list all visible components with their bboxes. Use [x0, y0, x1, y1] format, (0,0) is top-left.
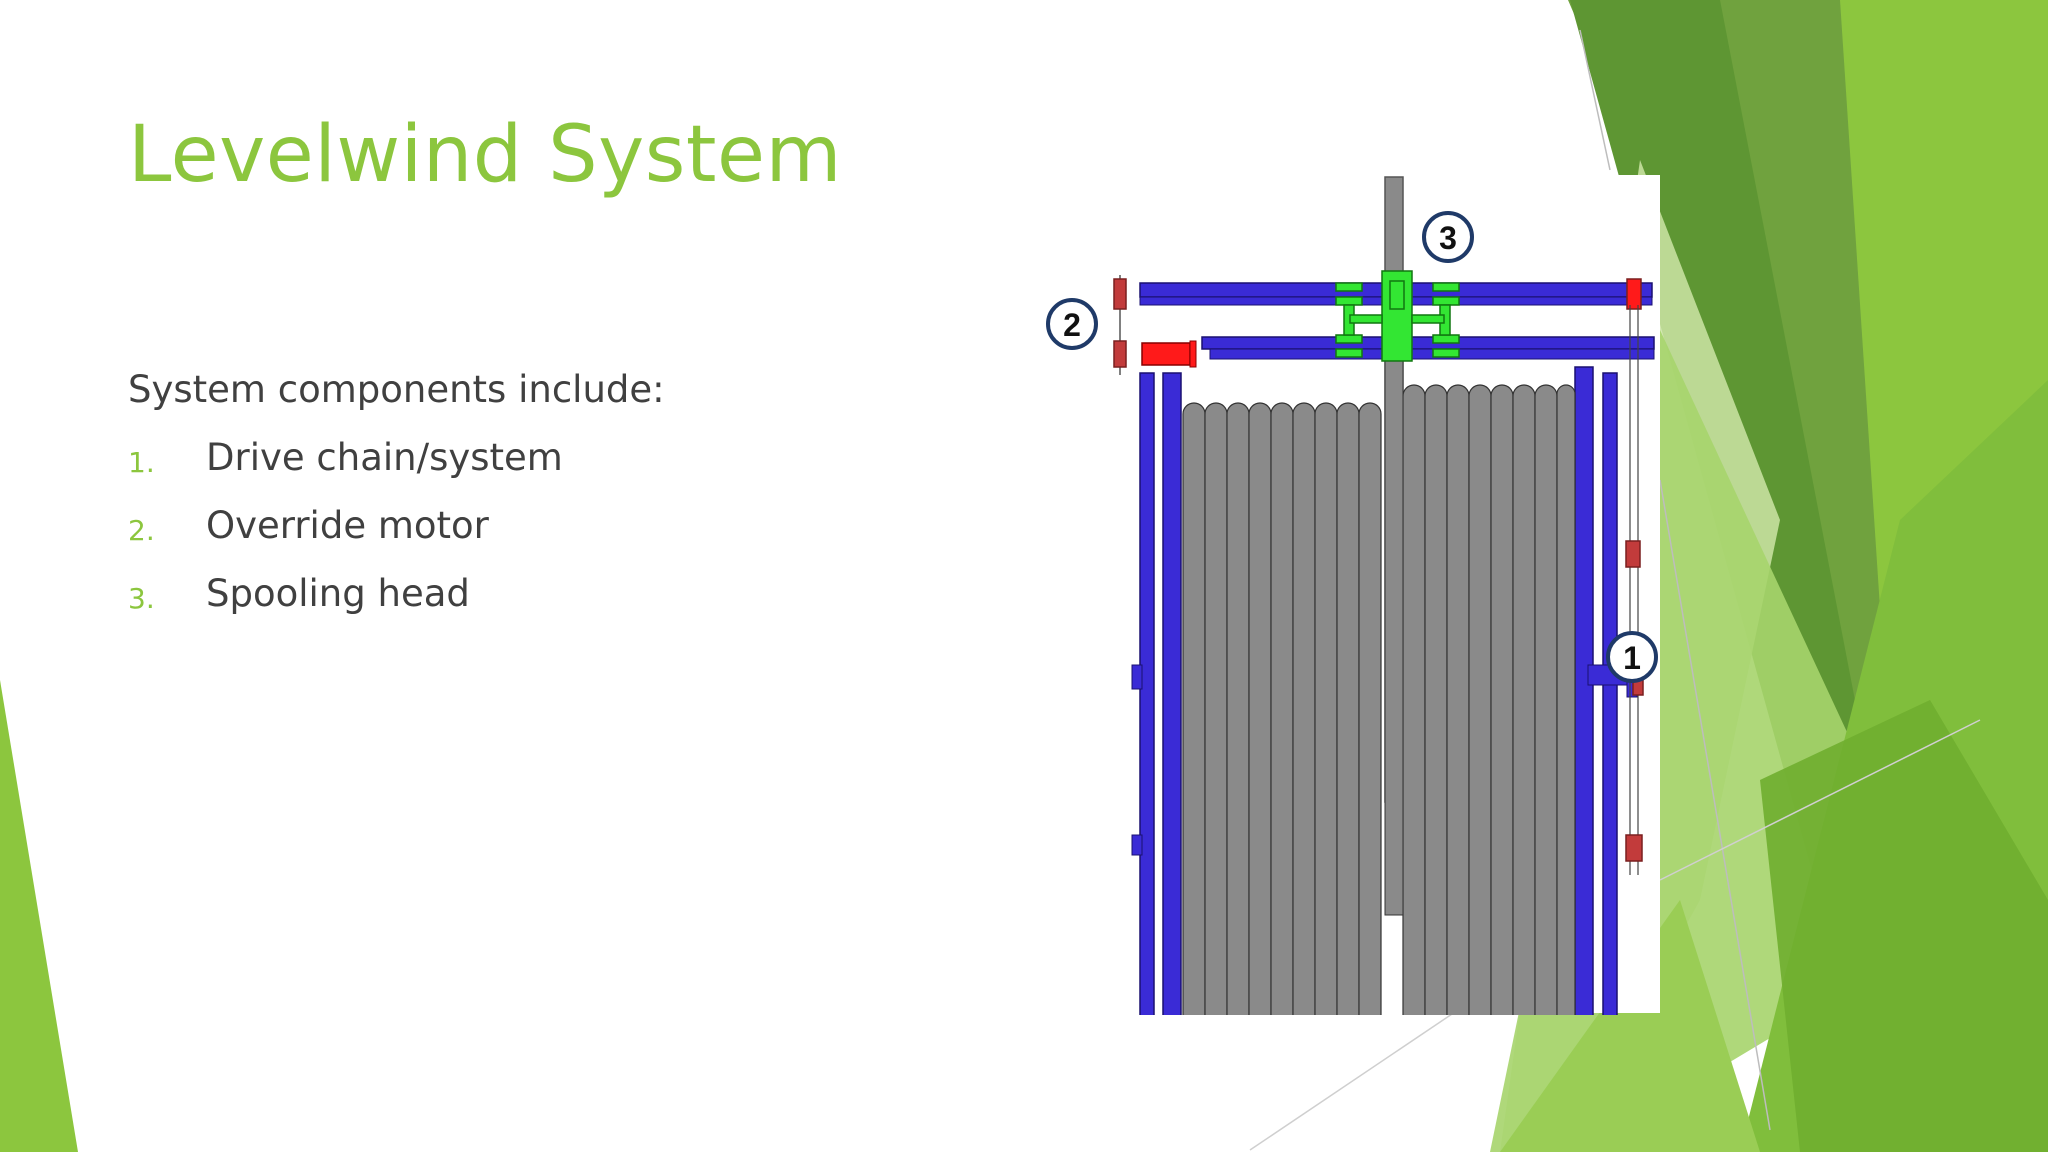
right-frame — [1574, 366, 1638, 1015]
list-number: 1. — [128, 446, 155, 479]
callout-2-label: 2 — [1063, 307, 1081, 343]
callout-3: 3 — [1422, 211, 1474, 263]
list-label: Drive chain/system — [206, 436, 563, 479]
callout-2: 2 — [1046, 298, 1098, 350]
list-number: 2. — [128, 514, 155, 547]
list-label: Override motor — [206, 504, 489, 547]
spooling-head — [1335, 270, 1460, 362]
override-motor — [1141, 340, 1197, 368]
callout-1-label: 1 — [1623, 640, 1641, 676]
levelwind-diagram: 3 2 1 — [1046, 176, 1658, 1015]
callout-1: 1 — [1606, 631, 1658, 683]
callout-3-label: 3 — [1439, 220, 1457, 256]
intro-text: System components include: — [128, 368, 665, 411]
cable-coil-left — [1182, 402, 1382, 1015]
list-number: 3. — [128, 582, 155, 615]
list-label: Spooling head — [206, 572, 470, 615]
page-title: Levelwind System — [128, 110, 842, 200]
cable-coil-right — [1402, 384, 1576, 1015]
left-frame — [1131, 372, 1182, 1015]
